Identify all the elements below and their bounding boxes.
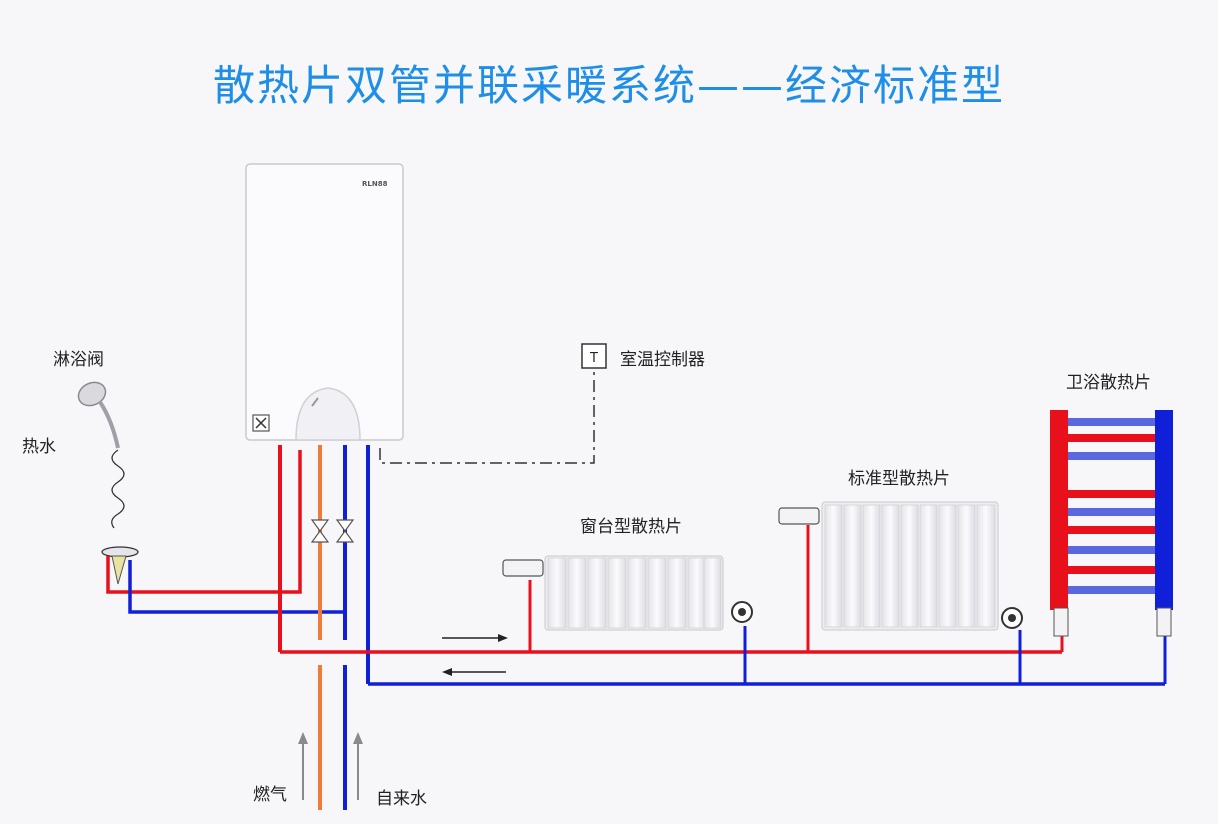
diagram-title: 散热片双管并联采暖系统——经济标准型: [212, 61, 1005, 110]
flow-arrow-return: [442, 668, 506, 676]
label-towel-radiator: 卫浴散热片: [1066, 373, 1151, 393]
thermostat: [581, 343, 607, 369]
gas-inlet-arrow: [298, 732, 308, 800]
water-valve: [335, 519, 355, 543]
towel-radiator: [1050, 410, 1173, 637]
label-thermostat: 室温控制器: [620, 350, 705, 370]
label-shower-valve: 淋浴阀: [53, 350, 104, 370]
label-window-radiator: 窗台型散热片: [580, 517, 682, 537]
main-pipes: [280, 525, 1167, 686]
window-radiator: [502, 555, 753, 631]
label-gas: 燃气: [253, 785, 287, 805]
label-standard-radiator: 标准型散热片: [848, 469, 950, 489]
boiler-pipes: [278, 445, 370, 810]
flow-arrow-supply: [442, 634, 508, 642]
water-inlet-arrow: [353, 732, 363, 800]
standard-radiator: [778, 501, 1023, 631]
thermostat-symbol: T: [589, 351, 598, 366]
shower-pipes: [106, 450, 345, 614]
boiler: [245, 163, 404, 441]
shower-head: [77, 381, 139, 585]
thermostat-wire: [379, 370, 595, 464]
label-tap-water: 自来水: [376, 789, 427, 809]
label-hot-water: 热水: [22, 437, 56, 457]
gas-valve: [310, 519, 330, 543]
boiler-brand: RLN88: [362, 180, 388, 188]
